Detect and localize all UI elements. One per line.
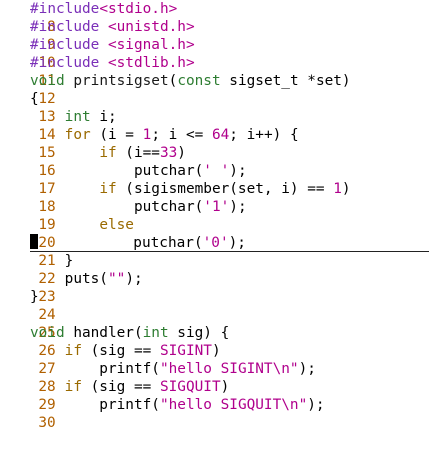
line-number: 10: [38, 55, 56, 71]
line-number: 25: [38, 325, 56, 341]
code-text: void printsigset(const sigset_t *set): [30, 73, 351, 89]
line-number: 12: [38, 91, 56, 107]
code-line: 20 else: [0, 216, 429, 251]
code-editor[interactable]: 8 #include<stdio.h> 9 #include <unistd.h…: [0, 0, 429, 431]
line-number: 21: [38, 253, 56, 269]
code-line: 25: [0, 306, 429, 341]
line-number: 17: [38, 181, 56, 197]
line-number: 29: [38, 397, 56, 413]
code-line: 22 }: [0, 252, 429, 287]
line-number: 23: [38, 289, 56, 305]
code-line: 30 printf("hello SIGQUIT\n");: [0, 396, 429, 431]
line-number: 30: [38, 415, 56, 431]
line-number: 20: [38, 235, 56, 251]
code-text: void handler(int sig) {: [30, 325, 230, 341]
line-number: 9: [46, 37, 56, 53]
line-number: 8: [46, 19, 56, 35]
code-line: 19 putchar('1');: [0, 198, 429, 233]
code-line: 17 putchar(' ');: [0, 162, 429, 197]
line-number: 22: [38, 271, 56, 287]
code-text: for (i = 1; i <= 64; i++) {: [64, 127, 299, 143]
code-text: if (sigismember(set, i) == 1): [99, 181, 351, 197]
code-text: int i;: [64, 109, 117, 125]
code-line: 28 printf("hello SIGINT\n");: [0, 360, 429, 395]
code-line: 26 void handler(int sig) {: [0, 324, 429, 359]
code-text: printf("hello SIGQUIT\n");: [30, 397, 325, 413]
code-line: 24 }: [0, 288, 429, 323]
code-text: puts("");: [30, 271, 143, 287]
line-number: 26: [38, 343, 56, 359]
line-number: 13: [38, 109, 56, 125]
code-text: printf("hello SIGINT\n");: [30, 361, 316, 377]
line-number: 11: [38, 73, 56, 89]
code-text: }: [30, 253, 74, 269]
code-line: 11 #include <stdlib.h>: [0, 54, 429, 89]
code-text: }: [30, 289, 39, 305]
code-line: 8 #include<stdio.h>: [0, 0, 429, 35]
code-text: #include <unistd.h>: [30, 19, 195, 35]
code-line: 9 #include <unistd.h>: [0, 18, 429, 53]
cursorline-underline: [30, 251, 429, 252]
line-number: 19: [38, 217, 56, 233]
code-text: else: [99, 217, 134, 233]
code-text: #include <signal.h>: [30, 37, 195, 53]
line-number: 15: [38, 145, 56, 161]
code-line: 13 {: [0, 90, 429, 125]
code-text: if (i==33): [99, 145, 186, 161]
code-line: 18 if (sigismember(set, i) == 1): [0, 180, 429, 215]
code-text: {: [30, 91, 39, 107]
code-line: 15 for (i = 1; i <= 64; i++) {: [0, 126, 429, 161]
code-line: 23 puts("");: [0, 270, 429, 305]
code-text: putchar('0');: [30, 234, 246, 252]
line-number: 16: [38, 163, 56, 179]
code-line: 10 #include <signal.h>: [0, 36, 429, 71]
code-text: #include <stdlib.h>: [30, 55, 195, 71]
line-number: 28: [38, 379, 56, 395]
code-line-current: 21 putchar('0');: [0, 234, 429, 269]
line-number: 24: [38, 307, 56, 323]
code-line: 12 void printsigset(const sigset_t *set): [0, 72, 429, 107]
code-line: 29 if (sig == SIGQUIT): [0, 378, 429, 413]
code-line: 16 if (i==33): [0, 144, 429, 179]
code-text: if (sig == SIGQUIT): [64, 379, 230, 395]
line-number: 18: [38, 199, 56, 215]
code-text: #include<stdio.h>: [30, 1, 178, 17]
code-line: 27 if (sig == SIGINT): [0, 342, 429, 377]
code-line: 14 int i;: [0, 108, 429, 143]
text-cursor: [30, 234, 38, 249]
line-number: 27: [38, 361, 56, 377]
code-text: if (sig == SIGINT): [64, 343, 221, 359]
code-text: putchar(' ');: [30, 163, 247, 179]
line-number: 14: [38, 127, 56, 143]
code-text: putchar('1');: [30, 199, 247, 215]
